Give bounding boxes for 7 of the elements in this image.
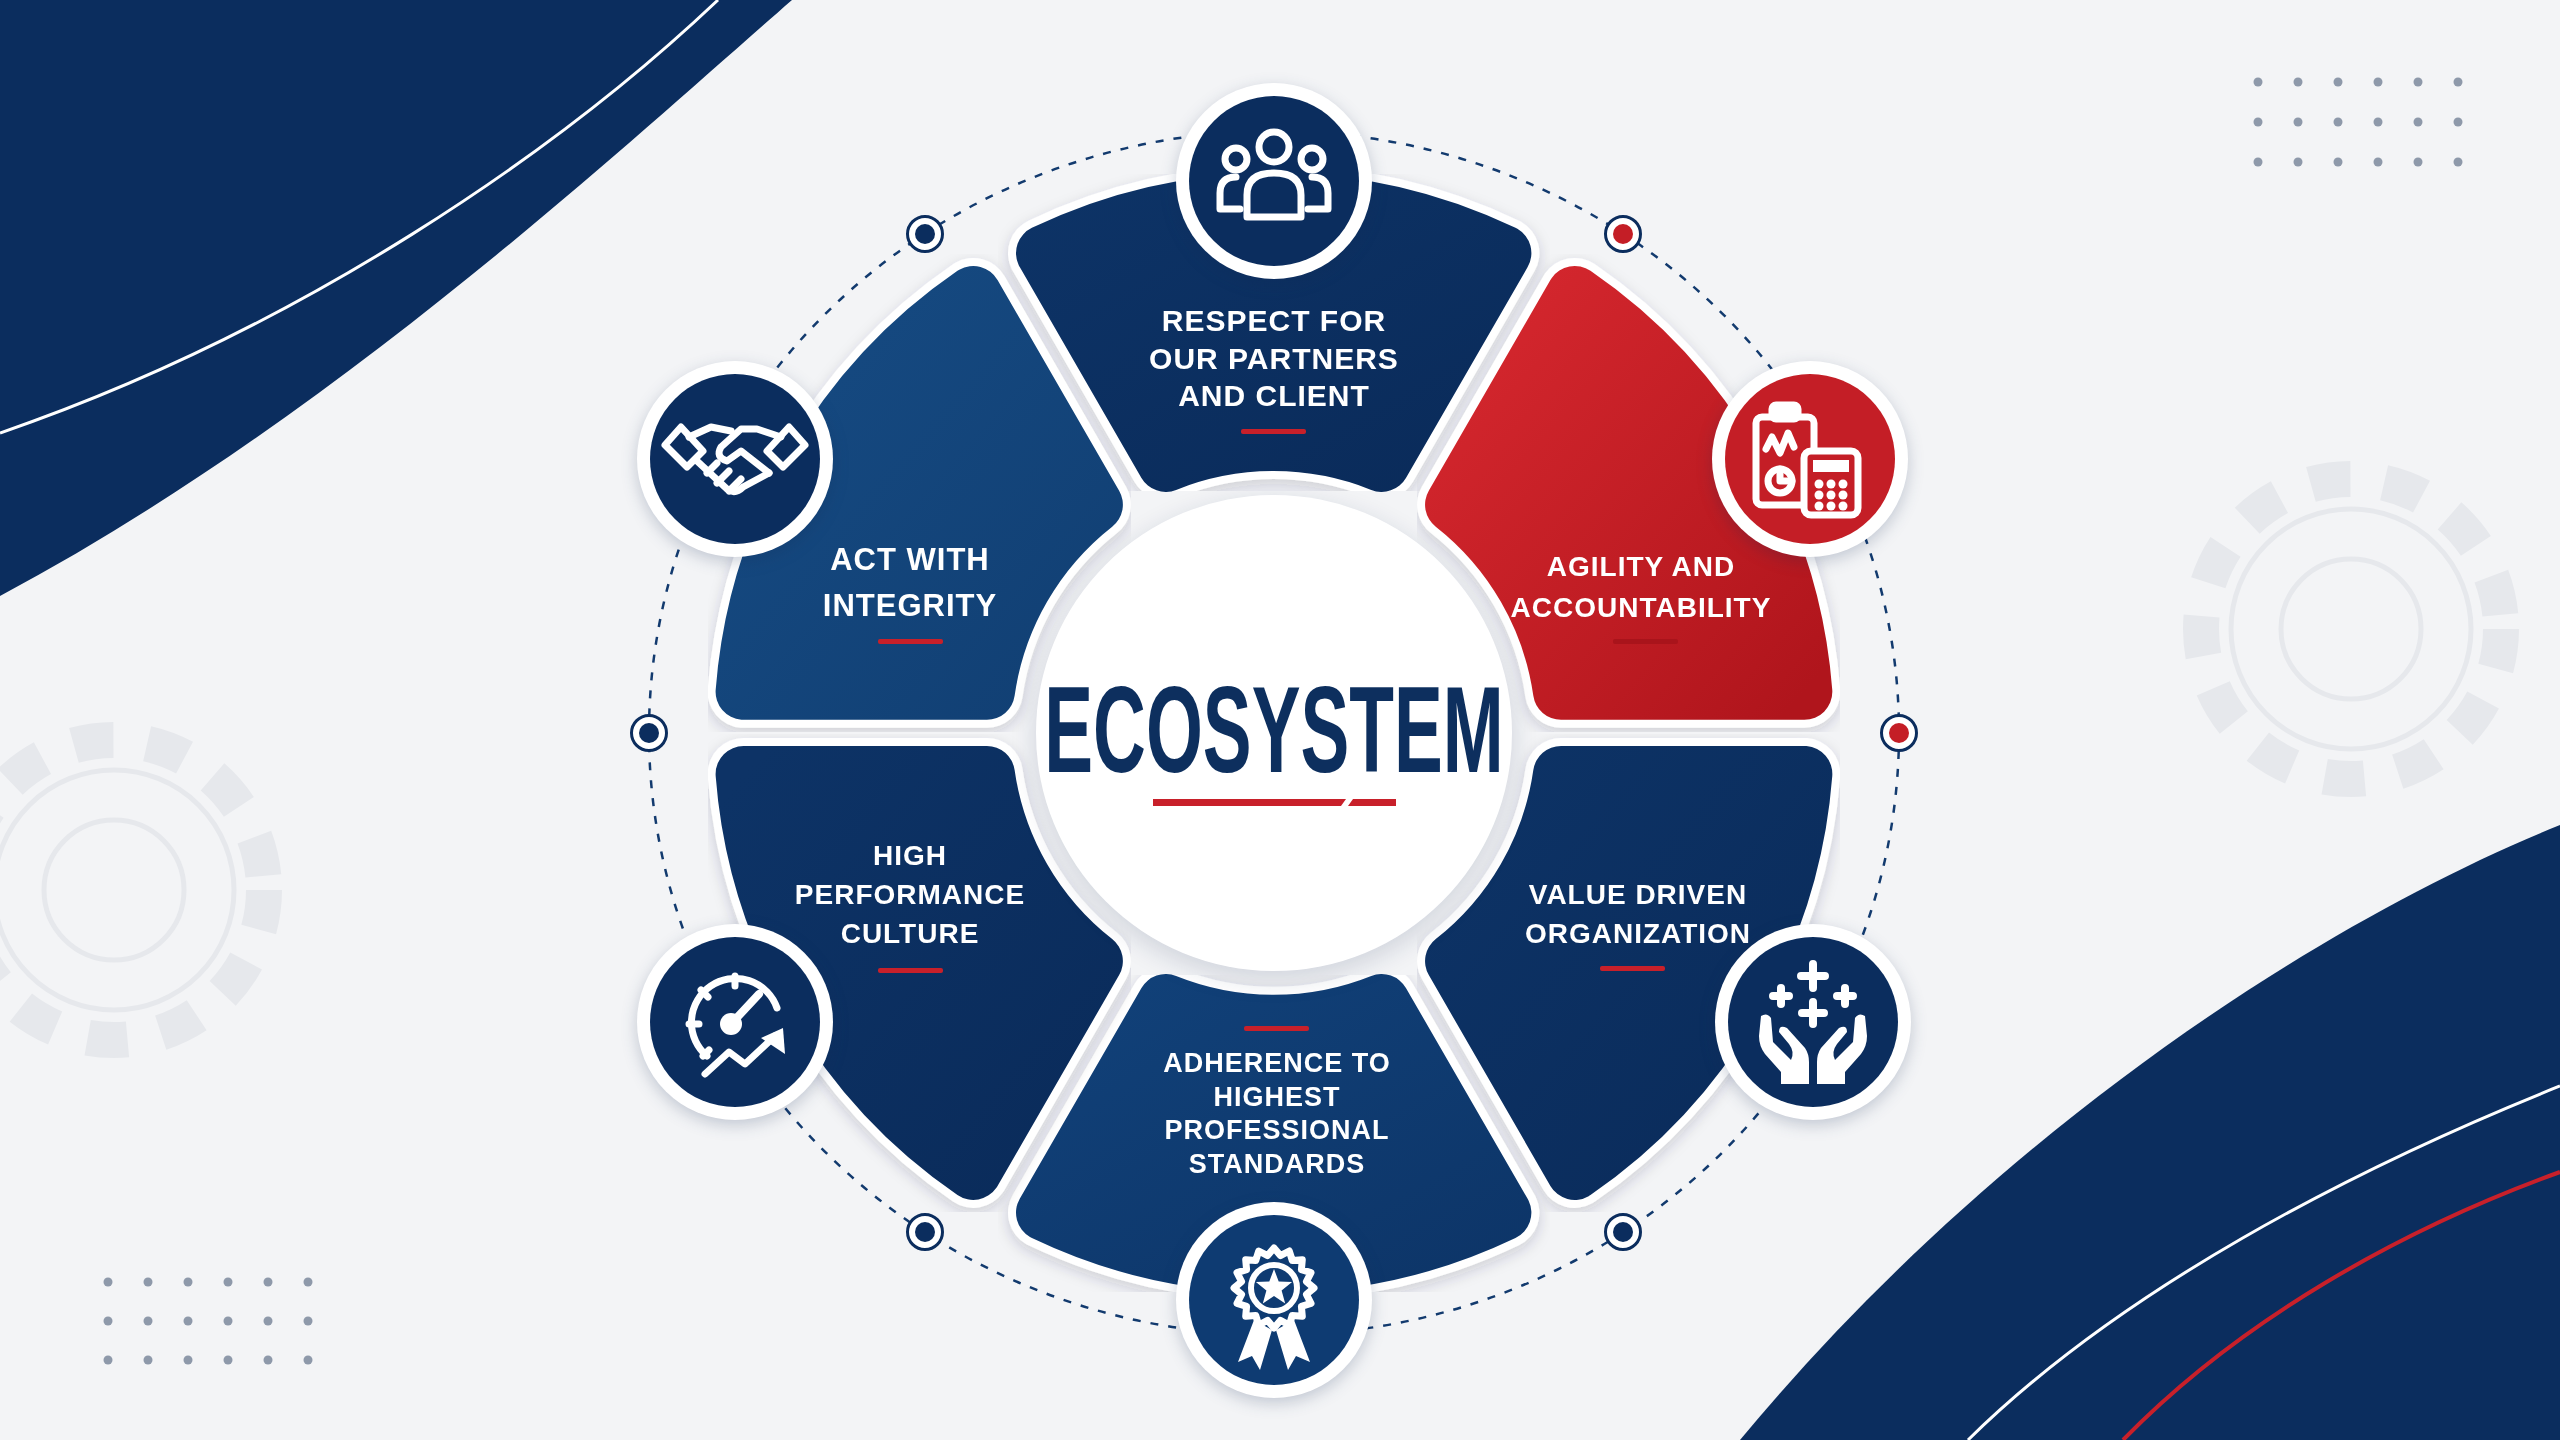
segment-label: VALUE DRIVEN ORGANIZATION xyxy=(1523,877,1753,951)
segment-label: HIGH PERFORMANCE CULTURE xyxy=(793,839,1027,952)
segment-label: ACT WITH INTEGRITY xyxy=(821,541,999,625)
segment-label: ADHERENCE TO HIGHEST PROFESSIONAL STANDARDS xyxy=(1162,1046,1392,1181)
segment-label: AGILITY AND ACCOUNTABILITY xyxy=(1509,550,1773,625)
segment-label: RESPECT FOR OUR PARTNERS AND CLIENT xyxy=(1148,302,1400,414)
hub-title: ECOSYSTEM xyxy=(1044,669,1504,791)
